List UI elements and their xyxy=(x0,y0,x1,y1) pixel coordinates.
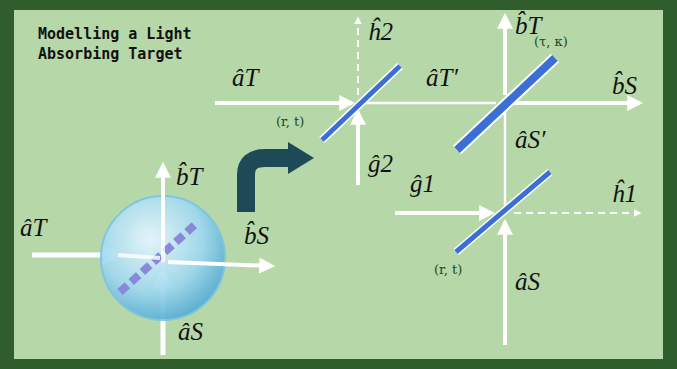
mode-label: âT xyxy=(20,214,46,242)
mode-label: ĥ1 xyxy=(612,180,637,208)
loss-beam xyxy=(357,18,359,95)
mode-label: âS xyxy=(178,318,203,346)
mode-label: âS′ xyxy=(515,126,545,154)
beam-splitter xyxy=(456,172,550,252)
loss-beam xyxy=(514,212,640,214)
beam xyxy=(118,255,160,258)
beam-splitter xyxy=(322,66,400,140)
mode-label: b̂S xyxy=(244,222,269,250)
curved-arrow-head xyxy=(288,142,314,174)
beam xyxy=(503,222,507,345)
beam xyxy=(503,16,507,95)
beam xyxy=(514,101,640,105)
title: Modelling a Light Absorbing Target xyxy=(38,24,228,65)
beam xyxy=(161,165,165,240)
parameter-label: (r, t) xyxy=(276,114,304,130)
mode-label: âS xyxy=(515,268,540,296)
beam xyxy=(504,112,507,205)
beam xyxy=(365,102,496,105)
mode-label: ĝ1 xyxy=(410,170,435,198)
parameter-label: (r, t) xyxy=(434,262,462,278)
curved-arrow xyxy=(246,158,290,212)
beam xyxy=(161,240,165,262)
parameter-label: (τ, κ) xyxy=(534,34,568,50)
beam xyxy=(168,262,272,266)
panel xyxy=(12,8,665,361)
mode-label: b̂S xyxy=(612,72,637,100)
mode-label: âT′ xyxy=(426,64,458,92)
beam xyxy=(395,211,492,215)
beam xyxy=(356,112,360,185)
mode-label: âT xyxy=(232,64,258,92)
beam-splitter-edge xyxy=(456,172,550,252)
beam-splitter-edge xyxy=(322,66,400,140)
mode-label: ĝ2 xyxy=(368,150,393,178)
mode-label: ĥ2 xyxy=(368,18,393,46)
beam xyxy=(215,101,352,105)
mode-label: b̂T xyxy=(176,163,202,191)
